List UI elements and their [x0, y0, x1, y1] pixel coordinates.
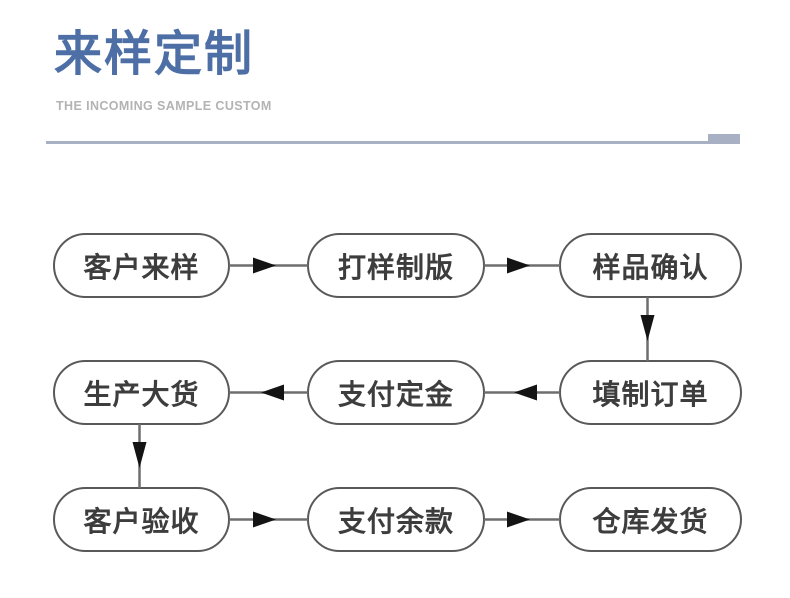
arrow-down-icon — [132, 424, 147, 488]
arrow-right-icon — [229, 257, 308, 274]
flow-node-label: 支付定金 — [337, 378, 454, 410]
flow-node-warehouse-ship: 仓库发货 — [559, 487, 742, 552]
arrow-down-icon — [640, 297, 655, 361]
arrow-right-icon — [229, 511, 308, 528]
flow-node-label: 样品确认 — [592, 251, 709, 283]
flow-node-label: 支付余款 — [337, 505, 454, 537]
flow-node-bulk-production: 生产大货 — [53, 360, 230, 425]
flow-node-label: 仓库发货 — [592, 505, 709, 537]
flow-node-proof-platemaking: 打样制版 — [307, 233, 485, 298]
flow-node-label: 填制订单 — [592, 378, 709, 410]
arrow-right-icon — [484, 511, 560, 528]
divider-line — [46, 141, 740, 144]
flow-node-label: 生产大货 — [83, 378, 200, 410]
flow-node-sample-confirm: 样品确认 — [559, 233, 742, 298]
flow-node-customer-acceptance: 客户验收 — [53, 487, 230, 552]
arrow-right-icon — [484, 257, 560, 274]
flow-node-label: 客户验收 — [83, 505, 200, 537]
flow-node-pay-deposit: 支付定金 — [307, 360, 485, 425]
page-subtitle: THE INCOMING SAMPLE CUSTOM — [56, 99, 272, 113]
page-title: 来样定制 — [54, 28, 255, 81]
arrow-left-icon — [229, 384, 308, 401]
flow-node-fill-order: 填制订单 — [559, 360, 742, 425]
flow-node-pay-balance: 支付余款 — [307, 487, 485, 552]
divider-accent — [708, 134, 740, 144]
flow-node-customer-sample: 客户来样 — [53, 233, 230, 298]
flow-node-label: 客户来样 — [83, 251, 200, 283]
flow-node-label: 打样制版 — [337, 251, 454, 283]
arrow-left-icon — [484, 384, 560, 401]
